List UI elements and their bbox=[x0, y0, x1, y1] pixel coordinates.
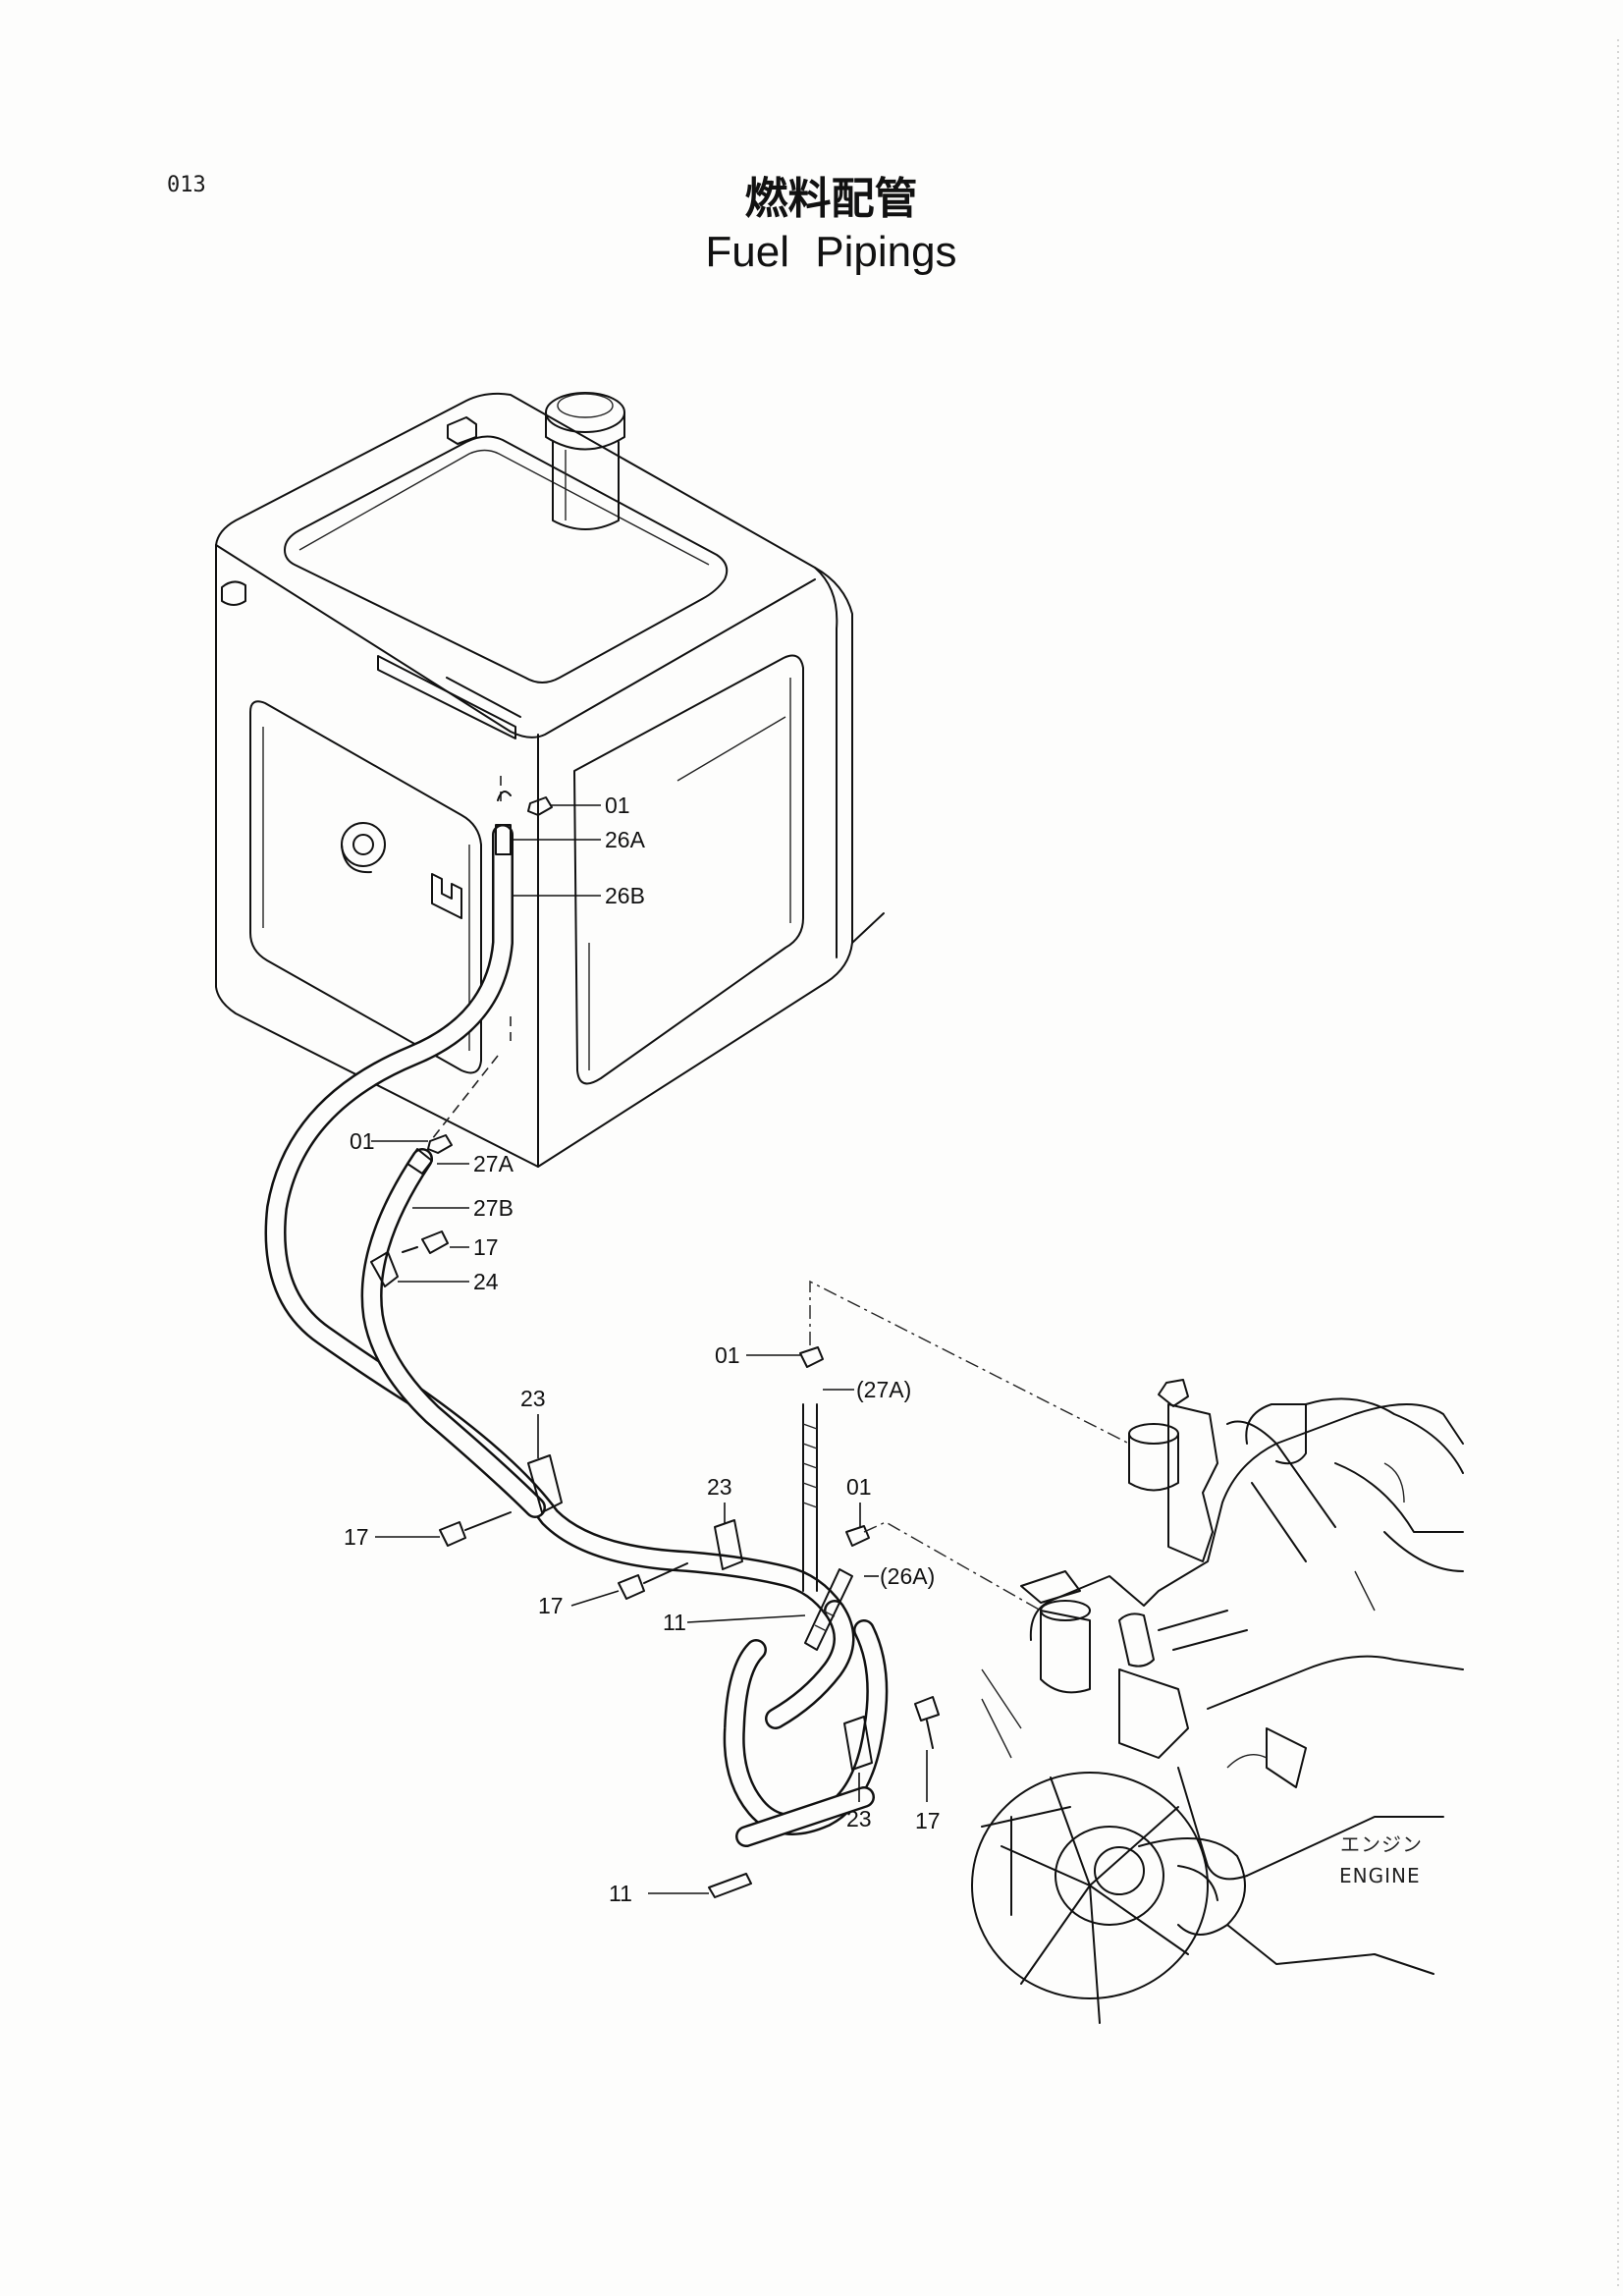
callout-01-filter: 01 bbox=[715, 1342, 740, 1368]
page-title-english: Fuel Pipings bbox=[705, 228, 957, 276]
callout-24: 24 bbox=[473, 1269, 499, 1294]
callout-01-tank-bottom: 01 bbox=[350, 1128, 375, 1154]
callout-17-upper: 17 bbox=[473, 1234, 499, 1260]
callout-leaders bbox=[371, 804, 928, 1894]
callout-23-mid: 23 bbox=[707, 1474, 732, 1500]
clamps-and-bolts bbox=[370, 796, 940, 1898]
callout-01-pump: 01 bbox=[846, 1474, 872, 1500]
fuel-tank bbox=[215, 392, 885, 1168]
callout-26a-ref: (26A) bbox=[880, 1563, 935, 1589]
callout-11-lower: 11 bbox=[609, 1881, 632, 1906]
engine bbox=[809, 1280, 1464, 2024]
callout-01-tank-top: 01 bbox=[605, 793, 630, 818]
callout-26a: 26A bbox=[605, 827, 646, 852]
callout-27b: 27B bbox=[473, 1195, 514, 1221]
callout-23-lower: 23 bbox=[846, 1806, 872, 1831]
engine-label-english: ENGINE bbox=[1339, 1864, 1421, 1887]
callout-17-mid: 17 bbox=[538, 1593, 564, 1618]
callout-17-left: 17 bbox=[344, 1524, 369, 1550]
cooling-fan-icon bbox=[971, 1772, 1209, 1999]
fuel-filter-icon bbox=[1128, 1423, 1179, 1445]
engine-label-japanese: エンジン bbox=[1340, 1832, 1423, 1856]
fuel-hoses bbox=[264, 791, 889, 1847]
callout-27a-ref: (27A) bbox=[856, 1377, 911, 1402]
callout-27a: 27A bbox=[473, 1151, 514, 1176]
callout-11-upper: 11 bbox=[663, 1610, 686, 1635]
callout-labels: 01 26A 26B 01 27A 27B 17 24 01 (27A) 23 … bbox=[344, 793, 1423, 1906]
filler-cap-icon bbox=[545, 392, 625, 433]
callout-23-left: 23 bbox=[520, 1386, 546, 1411]
level-gauge-icon bbox=[341, 822, 386, 867]
callout-17-lower: 17 bbox=[915, 1808, 941, 1833]
page-title-japanese: 燃料配管 bbox=[744, 174, 918, 224]
clamp-24-icon bbox=[370, 1251, 399, 1287]
page-code: 013 bbox=[167, 173, 206, 197]
callout-26b: 26B bbox=[605, 883, 645, 908]
